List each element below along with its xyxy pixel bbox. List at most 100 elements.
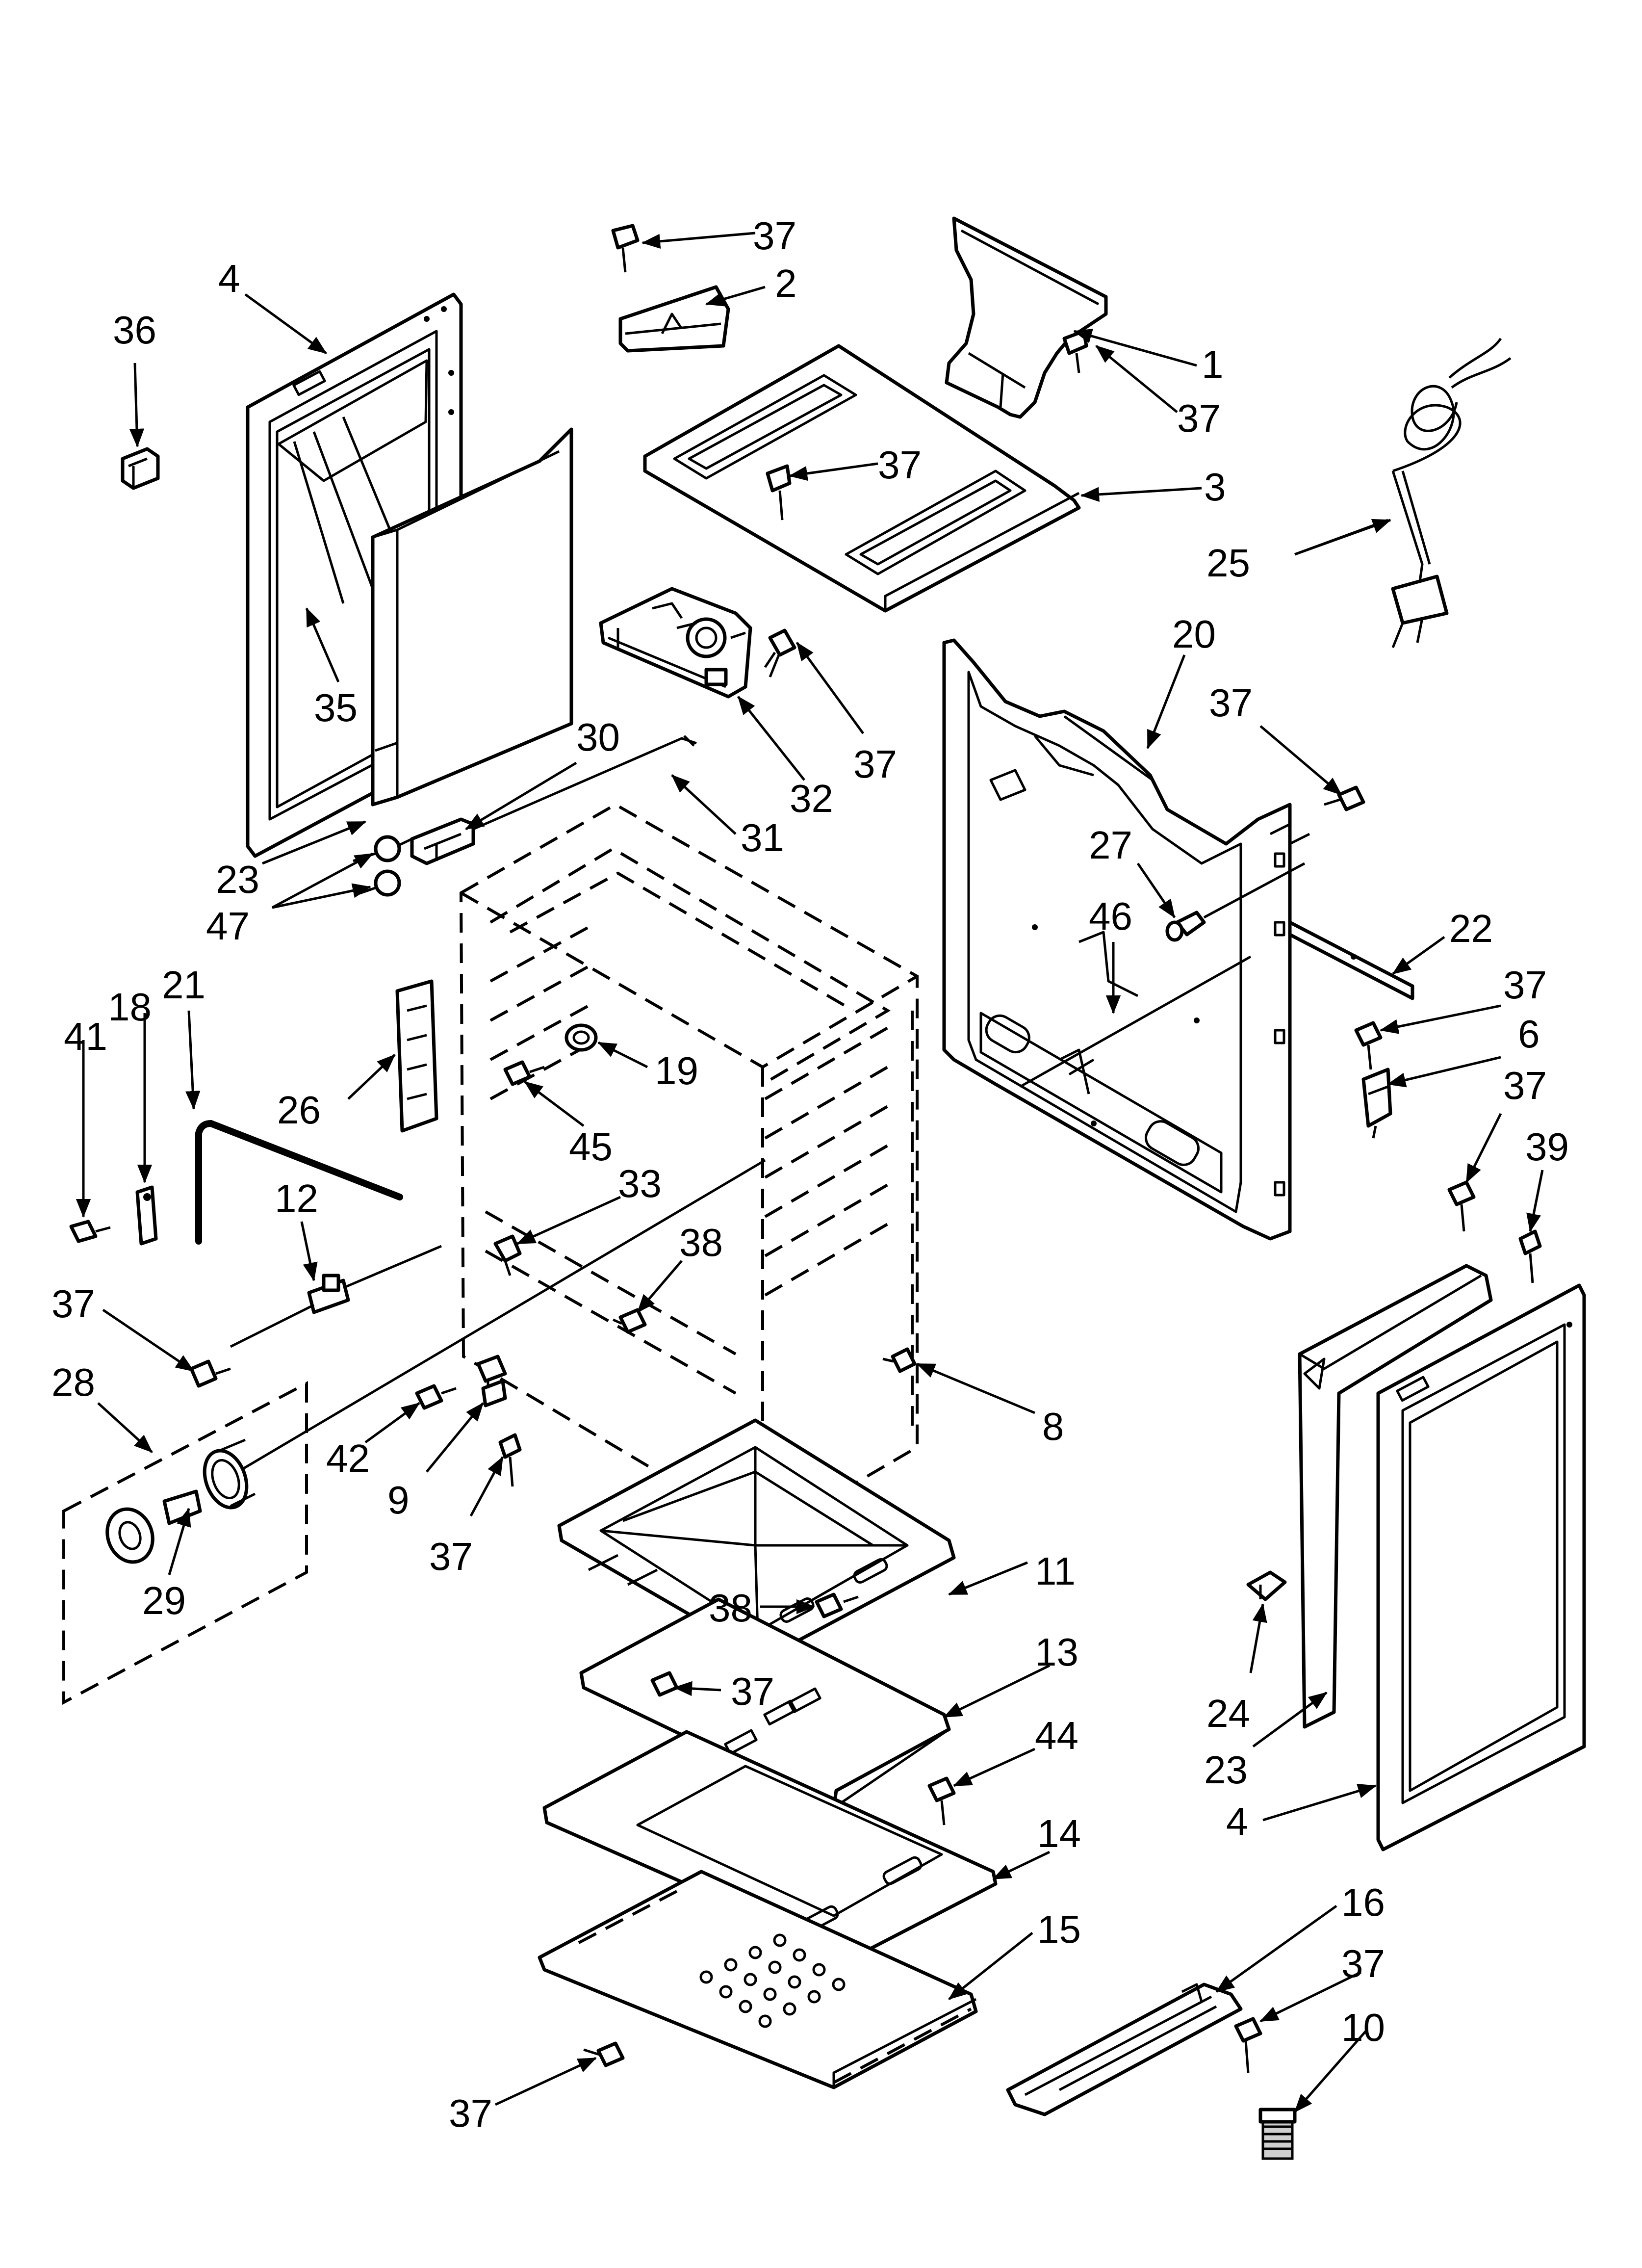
callout-16: 16 [1341, 1880, 1385, 1924]
part-20-back-panel [942, 638, 1310, 1241]
part-45-screw [503, 1060, 545, 1086]
callout-9: 9 [387, 1478, 410, 1522]
oven-cavity-dashed [459, 803, 919, 1538]
callout-46: 46 [1089, 894, 1132, 938]
part-37-screw-6 [1354, 1021, 1383, 1070]
callout-37: 37 [1503, 963, 1547, 1007]
callout-37: 37 [1209, 681, 1253, 725]
part-37-screw-valve [764, 628, 796, 678]
part-31-rod [683, 735, 695, 747]
part-36-clip [121, 447, 160, 490]
part-22-bar [1288, 920, 1414, 1000]
part-4-door-frame-right [1376, 1283, 1586, 1851]
callout-25: 25 [1206, 541, 1250, 585]
callout-28: 28 [51, 1360, 95, 1404]
part-23-side-panel-right [1298, 1264, 1493, 1729]
callout-32: 32 [790, 777, 833, 820]
callout-24: 24 [1206, 1692, 1250, 1735]
part-37-screw-right-door [1447, 1180, 1476, 1232]
callout-10: 10 [1341, 2006, 1385, 2049]
callout-37: 37 [731, 1669, 774, 1713]
part-37-screw-back [1324, 785, 1365, 811]
part-39-screw [1518, 1229, 1542, 1283]
callout-37: 37 [878, 443, 922, 487]
part-21-wire [195, 1120, 403, 1245]
callout-18: 18 [108, 985, 152, 1029]
part-37-screw-bottom [583, 2041, 625, 2067]
part-38-screw-cavity [612, 1308, 647, 1334]
part-9-nut [476, 1355, 507, 1408]
callout-37: 37 [449, 2091, 492, 2135]
part-32-valve-assembly [599, 587, 752, 699]
leader-arrows [76, 232, 1544, 2113]
part-37-screw-top [611, 224, 640, 273]
callout-6: 6 [1518, 1012, 1540, 1056]
callout-38: 38 [679, 1221, 723, 1264]
callout-8: 8 [1042, 1405, 1064, 1448]
callout-33: 33 [618, 1162, 662, 1205]
callout-1: 1 [1202, 342, 1224, 386]
part-37-screw-16 [1234, 2017, 1262, 2073]
callout-44: 44 [1035, 1714, 1078, 1757]
callout-11: 11 [1035, 1549, 1076, 1593]
part-2-vent-bracket [618, 285, 730, 353]
callout-13: 13 [1035, 1630, 1078, 1674]
part-15-bottom-panel [538, 1870, 978, 2089]
part-1-flue [945, 216, 1108, 419]
callout-30: 30 [576, 715, 620, 759]
part-37-screw-lower-left [189, 1359, 231, 1388]
part-8-screw [882, 1347, 917, 1373]
callout-labels: 37 2 1 37 37 3 25 4 36 35 20 37 32 37 30… [51, 214, 1569, 2135]
callout-29: 29 [142, 1579, 186, 1622]
callout-22: 22 [1449, 907, 1493, 950]
callout-21: 21 [162, 963, 205, 1007]
callout-37: 37 [753, 214, 796, 258]
callout-4: 4 [218, 257, 240, 300]
callout-14: 14 [1037, 1812, 1081, 1855]
callout-42: 42 [326, 1436, 370, 1480]
callout-2: 2 [775, 261, 797, 305]
callout-3: 3 [1204, 465, 1226, 509]
callout-38: 38 [709, 1586, 752, 1630]
part-6-bracket [1361, 1068, 1392, 1139]
part-37-screw-9 [498, 1433, 522, 1487]
part-44-screw [927, 1776, 956, 1825]
part-16-rail [1006, 1982, 1243, 2116]
part-47-screws [353, 835, 413, 897]
part-38-screw-pan [815, 1592, 859, 1618]
part-24-clip [1246, 1570, 1287, 1601]
bottom-panel-holes [699, 1933, 846, 2028]
part-29-knob [105, 1489, 202, 1564]
part-10-leveling-leg [1258, 2108, 1297, 2160]
callout-37: 37 [429, 1535, 473, 1578]
callout-45: 45 [569, 1125, 613, 1169]
callout-35: 35 [314, 686, 358, 730]
callout-47: 47 [206, 904, 250, 948]
callout-23: 23 [1204, 1748, 1248, 1792]
callout-36: 36 [113, 308, 156, 352]
part-26-side-bracket [395, 979, 438, 1133]
part-35-window-panel [371, 427, 573, 807]
callout-37: 37 [1503, 1064, 1547, 1107]
callout-37: 37 [1341, 1942, 1385, 1985]
part-18-bracket [135, 1185, 158, 1246]
callout-26: 26 [277, 1088, 321, 1132]
part-3-cooktop-panel [643, 344, 1081, 613]
part-19-thermostat-bulb [564, 1023, 598, 1052]
callout-37: 37 [1177, 396, 1221, 440]
part-27-fitting [1165, 862, 1306, 942]
part-28-control-assembly [62, 1159, 766, 1705]
part-41-screw [69, 1220, 111, 1243]
part-25-power-cord [1391, 338, 1512, 648]
callout-23: 23 [216, 858, 259, 901]
callout-37: 37 [51, 1282, 95, 1326]
callout-27: 27 [1089, 823, 1132, 867]
callout-12: 12 [275, 1176, 318, 1220]
callout-37: 37 [853, 742, 897, 786]
callout-19: 19 [655, 1049, 698, 1093]
callout-4: 4 [1226, 1799, 1248, 1843]
part-42-screw [415, 1384, 457, 1410]
callout-31: 31 [741, 816, 784, 860]
callout-39: 39 [1525, 1125, 1569, 1169]
